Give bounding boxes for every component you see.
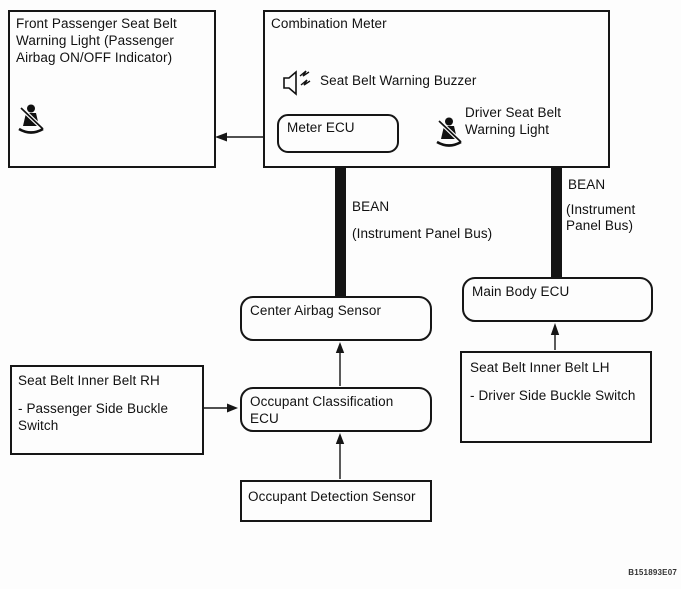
seat-belt-icon [18,104,44,134]
seat-belt-inner-belt-rh-title: Seat Belt Inner Belt RH [18,373,160,388]
buzzer-speaker-icon [283,70,311,96]
node-center-airbag-sensor: Center Airbag Sensor [240,296,432,341]
driver-seat-belt-warning-light-label: Driver Seat Belt Warning Light [465,105,562,137]
figure-code: B151893E07 [628,568,677,577]
seat-belt-icon [436,117,462,147]
node-occupant-detection-sensor: Occupant Detection Sensor [240,480,432,522]
main-body-ecu-label: Main Body ECU [472,284,570,299]
node-front-passenger-warning-light: Front Passenger Seat Belt Warning Light … [8,10,216,168]
seat-belt-warning-buzzer-label: Seat Belt Warning Buzzer [320,73,477,88]
node-seat-belt-inner-belt-lh: Seat Belt Inner Belt LH - Driver Side Bu… [460,351,652,443]
occupant-detection-sensor-label: Occupant Detection Sensor [248,489,416,504]
front-passenger-warning-light-label: Front Passenger Seat Belt Warning Light … [16,16,177,65]
center-airbag-sensor-label: Center Airbag Sensor [250,303,382,318]
bean-bus-left [335,167,346,297]
seat-belt-inner-belt-rh-detail: - Passenger Side Buckle Switch [18,401,169,433]
meter-ecu-label: Meter ECU [287,120,355,135]
combination-meter-label: Combination Meter [271,16,387,31]
node-main-body-ecu: Main Body ECU [462,277,653,322]
bean-left-name: BEAN [352,199,390,214]
seat-belt-inner-belt-lh-title: Seat Belt Inner Belt LH [470,360,610,375]
node-meter-ecu: Meter ECU [277,114,399,153]
occupant-classification-ecu-label: Occupant Classification ECU [250,394,394,426]
bean-right-name: BEAN [568,177,606,192]
node-occupant-classification-ecu: Occupant Classification ECU [240,387,432,432]
seat-belt-inner-belt-lh-detail: - Driver Side Buckle Switch [470,388,636,403]
bean-left-description: (Instrument Panel Bus) [352,226,493,241]
node-seat-belt-inner-belt-rh: Seat Belt Inner Belt RH - Passenger Side… [10,365,204,455]
bean-right-description: (Instrument Panel Bus) [566,202,636,233]
bean-bus-right [551,167,562,278]
